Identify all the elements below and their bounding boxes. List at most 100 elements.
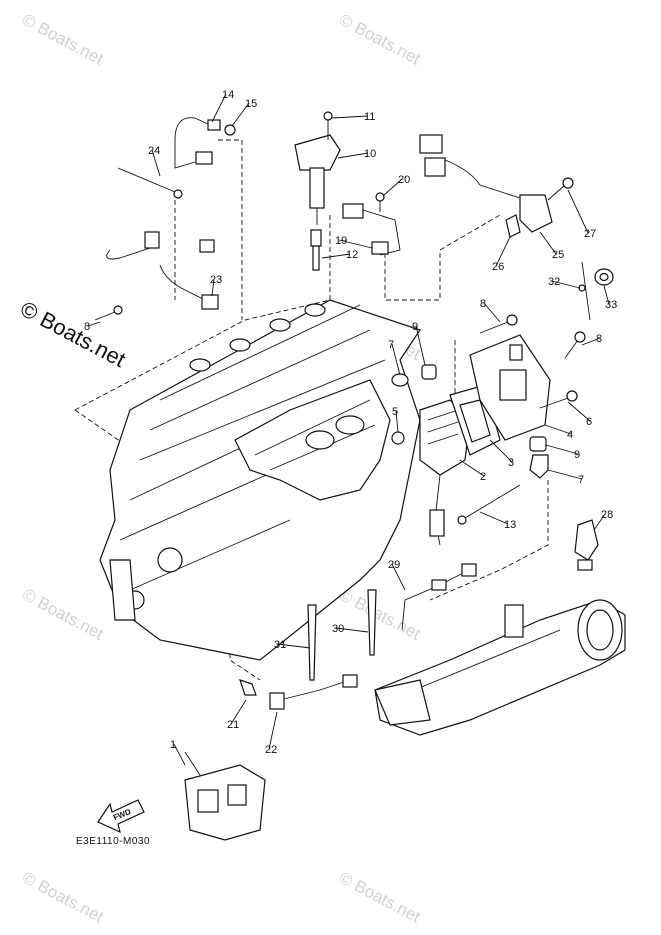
fwd-arrow-icon: FWD xyxy=(97,799,145,834)
callout-leader xyxy=(395,410,399,433)
part-6 xyxy=(539,390,578,409)
callout-number: 8 xyxy=(596,333,602,345)
callout-leader xyxy=(547,469,583,480)
callout-leader xyxy=(337,152,369,159)
callout-number: 20 xyxy=(398,174,410,186)
callout-leader xyxy=(211,93,227,123)
part-23 xyxy=(106,231,219,310)
callout-leader xyxy=(567,401,591,422)
part-27 xyxy=(547,177,574,201)
callout-leader xyxy=(539,231,557,255)
part-20 xyxy=(375,192,385,212)
callout-leader xyxy=(581,337,601,346)
callout-leader xyxy=(211,278,215,297)
callout-number: 14 xyxy=(222,89,234,101)
part-26 xyxy=(505,214,521,238)
callout-leader xyxy=(321,253,351,259)
callout-leader xyxy=(544,424,572,435)
callout-number: 13 xyxy=(504,519,516,531)
part-5 xyxy=(391,431,405,445)
part-14 xyxy=(174,117,221,169)
callout-leader xyxy=(483,302,501,323)
callout-number: 12 xyxy=(346,249,358,261)
callout-leader xyxy=(151,149,161,177)
callout-number: 7 xyxy=(578,474,584,486)
part-33 xyxy=(594,268,614,286)
callout-number: 9 xyxy=(574,449,580,461)
callout-leader xyxy=(459,459,485,477)
part-7b xyxy=(529,454,549,479)
callout-number: 29 xyxy=(388,559,400,571)
part-32 xyxy=(578,261,591,321)
callout-number: 6 xyxy=(586,416,592,428)
callout-leader xyxy=(338,239,373,249)
callout-number: 24 xyxy=(148,145,160,157)
callout-leader xyxy=(391,343,401,376)
callout-number: 25 xyxy=(552,249,564,261)
callout-leader xyxy=(87,321,101,327)
callout-number: 8 xyxy=(84,321,90,333)
callout-leader xyxy=(567,189,589,234)
callout-leader xyxy=(331,115,369,119)
callout-leader xyxy=(551,280,581,289)
part-25 xyxy=(419,134,553,233)
part-10 xyxy=(294,134,341,225)
callout-leader xyxy=(230,699,247,725)
callout-number: 26 xyxy=(492,261,504,273)
callout-leader xyxy=(545,444,579,455)
callout-leader xyxy=(479,511,509,525)
callout-number: 15 xyxy=(245,98,257,110)
callout-leader xyxy=(603,285,610,305)
engine-block xyxy=(99,299,421,661)
part-8c xyxy=(94,305,123,321)
callout-number: 3 xyxy=(508,457,514,469)
part-15 xyxy=(224,124,236,136)
callout-number: 19 xyxy=(335,235,347,247)
callout-number: 23 xyxy=(210,274,222,286)
part-8 xyxy=(479,314,518,334)
part-19 xyxy=(342,203,401,256)
callout-number: 9 xyxy=(412,321,418,333)
callout-number: 10 xyxy=(364,148,376,160)
part-9 xyxy=(421,364,437,380)
callout-number: 21 xyxy=(227,719,239,731)
callout-number: 8 xyxy=(480,298,486,310)
callout-number: 2 xyxy=(480,471,486,483)
part-13 xyxy=(457,484,521,525)
callout-leader xyxy=(382,178,403,197)
callout-number: 32 xyxy=(548,276,560,288)
part-12 xyxy=(310,229,322,271)
callout-number: 22 xyxy=(265,744,277,756)
callout-number: 4 xyxy=(567,429,573,441)
callout-number: 1 xyxy=(170,739,176,751)
callout-leader xyxy=(268,711,278,750)
callout-number: 33 xyxy=(605,299,617,311)
callout-number: 31 xyxy=(274,639,286,651)
part-7 xyxy=(391,373,409,387)
part-8b xyxy=(564,331,586,359)
diagram-code: E3E1110-M030 xyxy=(76,836,151,847)
intake-duct xyxy=(374,599,626,736)
callout-leader xyxy=(489,439,513,463)
part-1 xyxy=(184,751,266,841)
callout-leader xyxy=(415,325,426,366)
callout-number: 28 xyxy=(601,509,613,521)
callout-number: 30 xyxy=(332,623,344,635)
part-21 xyxy=(239,679,257,696)
callout-number: 5 xyxy=(392,406,398,418)
callout-leader xyxy=(277,643,311,649)
intake-manifold xyxy=(234,379,391,501)
callout-leader xyxy=(231,102,250,127)
callout-number: 11 xyxy=(364,111,375,123)
part-30 xyxy=(367,589,377,656)
callout-leader xyxy=(391,563,406,591)
part-9b xyxy=(529,436,547,452)
part-22 xyxy=(269,674,358,710)
part-29 xyxy=(401,563,477,631)
callout-leader xyxy=(335,627,369,633)
callout-leader xyxy=(495,236,511,267)
part-24 xyxy=(117,167,183,199)
